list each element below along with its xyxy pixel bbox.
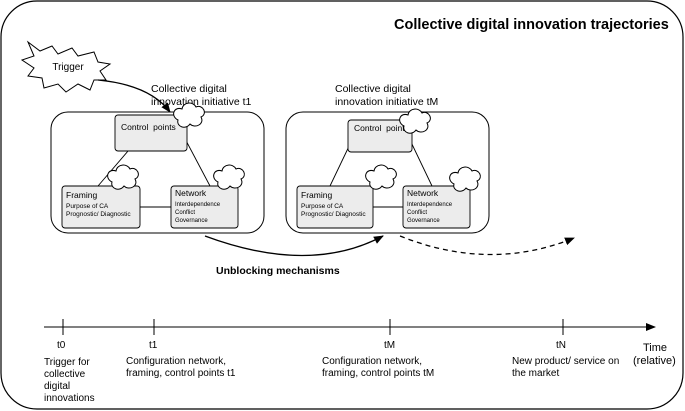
unblocking-arrow-dashed bbox=[399, 235, 575, 256]
t1-framing-title: Framing bbox=[66, 190, 97, 200]
t1-link-control-framing bbox=[97, 150, 129, 187]
tm-network-line1: Interdependence bbox=[407, 202, 453, 208]
initiative-tm-title-line1: Collective digital bbox=[335, 83, 411, 95]
t1-framing-line1: Purpose of CA bbox=[66, 203, 109, 210]
trigger-arrow bbox=[97, 79, 171, 113]
tm-control-points-box bbox=[347, 119, 413, 153]
t1-network-line1: Interdependence bbox=[175, 202, 221, 208]
tm-network-line3: Governance bbox=[407, 218, 440, 224]
t1-cloud-control-icon bbox=[173, 102, 205, 128]
tm-network-box bbox=[402, 185, 471, 229]
tick-t0-label: t0 bbox=[57, 340, 66, 351]
t1-network-line3: Governance bbox=[175, 218, 208, 224]
unblocking-label: Unblocking mechanisms bbox=[216, 265, 340, 277]
t1-control-points-label: Control points bbox=[121, 122, 176, 132]
t1-network-box bbox=[170, 185, 239, 229]
t0-caption-line1: Trigger for bbox=[44, 357, 90, 368]
t1-caption-line2: framing, control points t1 bbox=[126, 368, 236, 379]
t0-caption-line2: collective bbox=[44, 369, 86, 380]
tm-link-control-network bbox=[409, 139, 433, 187]
initiative-tm-title-line2: innovation initiative tM bbox=[335, 96, 438, 108]
tm-cloud-network-icon bbox=[449, 166, 481, 192]
t1-network-title: Network bbox=[175, 188, 207, 198]
tm-cloud-framing-icon bbox=[365, 164, 397, 190]
tn-caption-line1: New product/ service on bbox=[512, 356, 619, 367]
tick-tn-label: tN bbox=[556, 340, 566, 351]
tm-framing-line1: Purpose of CA bbox=[301, 203, 344, 210]
timeline-axis-label-line1: Time bbox=[643, 342, 667, 354]
tm-framing-title: Framing bbox=[301, 190, 332, 200]
t1-control-points-box bbox=[114, 114, 188, 152]
trigger-starburst bbox=[20, 40, 112, 93]
tn-caption-line2: the market bbox=[512, 368, 559, 379]
timeline-axis-label-line2: (relative) bbox=[633, 355, 676, 367]
unblocking-arrow-solid bbox=[204, 235, 384, 257]
tick-tm-label: tM bbox=[384, 340, 395, 351]
tm-cloud-control-icon bbox=[399, 108, 431, 134]
t1-network-line2: Conflict bbox=[175, 210, 195, 216]
t1-cloud-network-icon bbox=[213, 164, 245, 190]
tm-network-line2: Conflict bbox=[407, 210, 427, 216]
initiative-t1-title-line1: Collective digital bbox=[151, 83, 227, 95]
tm-control-points-label: Control points bbox=[354, 123, 409, 133]
tm-network-title: Network bbox=[407, 188, 439, 198]
tick-t1-label: t1 bbox=[149, 340, 158, 351]
tm-framing-box bbox=[296, 185, 374, 229]
diagram-title: Collective digital innovation trajectori… bbox=[394, 17, 669, 33]
t0-caption-line4: innovations bbox=[44, 393, 95, 404]
tm-caption-line2: framing, control points tM bbox=[322, 368, 434, 379]
t1-cloud-framing-icon bbox=[107, 164, 139, 190]
initiative-t1-title-line2: innovation initiative t1 bbox=[151, 96, 252, 108]
trigger-label: Trigger bbox=[52, 62, 84, 73]
t1-framing-box bbox=[61, 185, 141, 229]
t1-caption-line1: Configuration network, bbox=[126, 356, 226, 367]
t1-framing-line2: Prognostic/ Diagnostic bbox=[66, 211, 131, 218]
tm-framing-line2: Prognostic/ Diagnostic bbox=[301, 211, 366, 218]
tm-caption-line1: Configuration network, bbox=[322, 356, 422, 367]
t0-caption-line3: digital bbox=[44, 381, 70, 392]
